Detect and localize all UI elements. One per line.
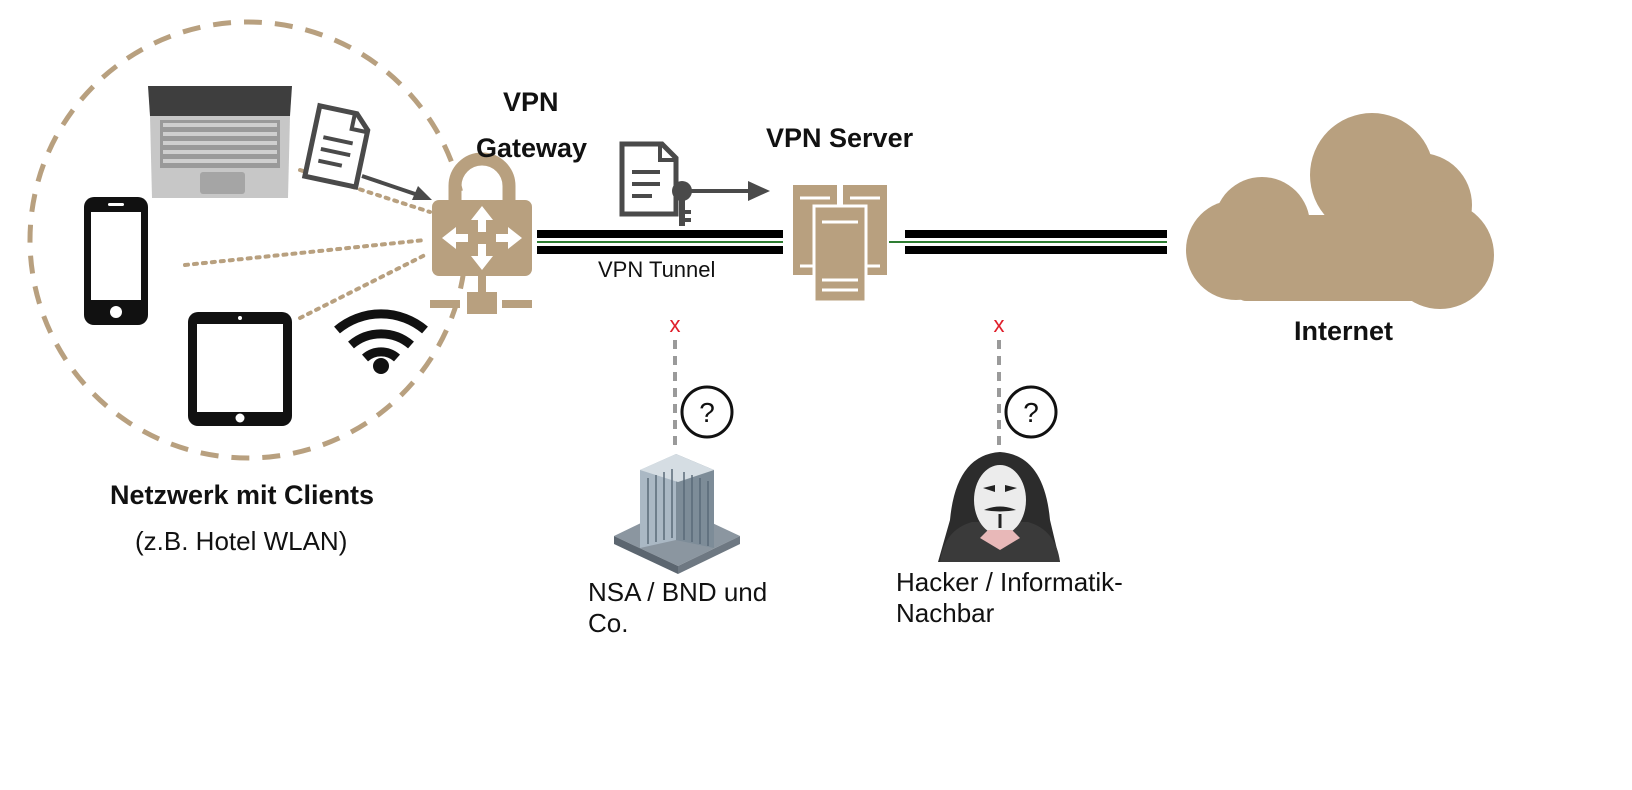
smartphone-icon (84, 197, 148, 325)
arrow-to-vpn-server (690, 181, 770, 201)
hacker-label-line1: Hacker / Informatik- (896, 567, 1123, 597)
internet-link (887, 230, 1167, 254)
laptop-icon (148, 86, 292, 198)
vpn-gateway-lock-icon (430, 152, 532, 314)
question-bubble-hacker: ? (1004, 385, 1058, 439)
vpn-gateway-title-line2: Gateway (476, 133, 588, 163)
question-mark: ? (699, 397, 715, 428)
vpn-tunnel-left (537, 230, 783, 254)
wifi-icon (334, 309, 428, 362)
network-title: Netzwerk mit Clients (110, 480, 375, 510)
vpn-tunnel-label: VPN Tunnel (598, 257, 716, 282)
tablet-icon (188, 312, 292, 426)
blocked-mark: x (670, 312, 681, 337)
hacker-label-line2: Nachbar (896, 598, 995, 628)
blocked-probe-nsa: x (670, 312, 681, 448)
document-key-icon (619, 141, 692, 226)
blocked-probe-hacker: x (994, 312, 1005, 448)
arrow-to-gateway (361, 174, 432, 200)
office-building-icon (614, 454, 740, 574)
anonymous-hacker-icon (938, 452, 1060, 562)
vpn-gateway-title-line1: VPN (503, 87, 559, 117)
vpn-server-icon (791, 183, 889, 304)
network-example: (z.B. Hotel WLAN) (135, 526, 348, 556)
vpn-server-title: VPN Server (766, 123, 914, 153)
blocked-mark: x (994, 312, 1005, 337)
nsa-label-line1: NSA / BND und (588, 577, 768, 607)
cloud-icon (1186, 113, 1494, 309)
question-mark: ? (1023, 397, 1039, 428)
document-icon (301, 102, 371, 190)
nsa-label-line2: Co. (588, 608, 629, 638)
question-bubble-nsa: ? (680, 385, 734, 439)
internet-label: Internet (1294, 316, 1394, 346)
wifi-dot (373, 358, 389, 374)
